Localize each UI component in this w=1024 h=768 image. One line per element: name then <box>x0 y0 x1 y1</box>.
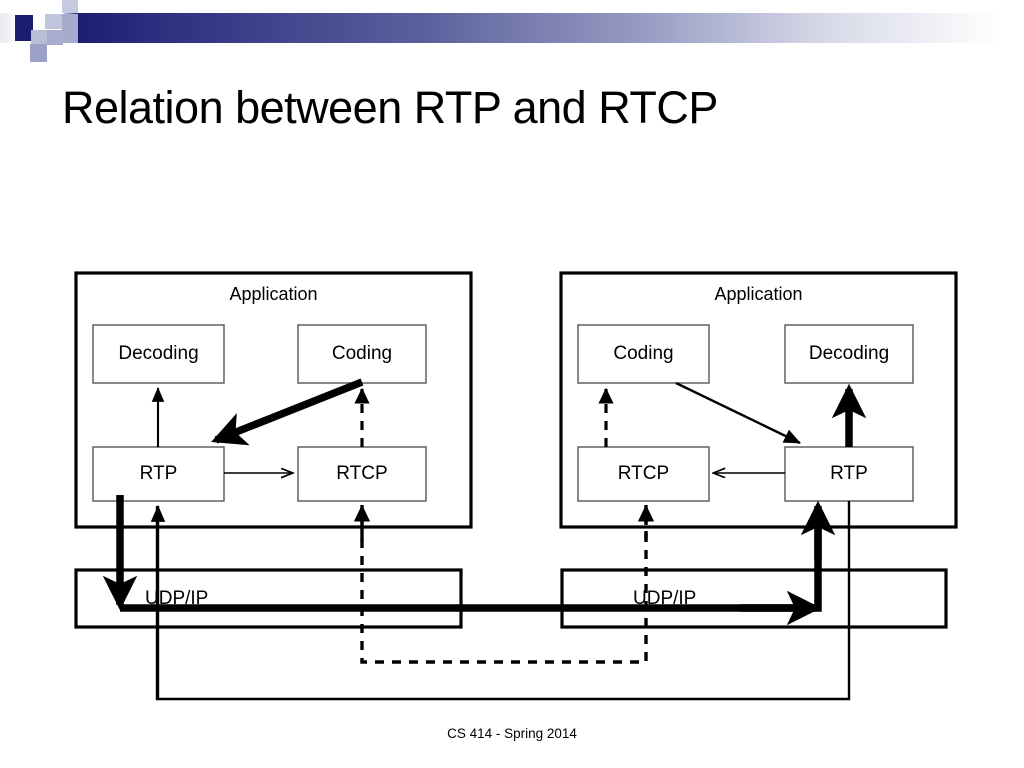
deco-square-5 <box>62 0 78 13</box>
left-rtp-label: RTP <box>139 463 178 484</box>
right-rtp-box <box>784 446 914 502</box>
right-rtp-label: RTP <box>830 463 868 484</box>
left-rtcp-box <box>297 446 427 502</box>
left-rtp-box <box>92 446 225 502</box>
page-title: Relation between RTP and RTCP <box>62 82 718 133</box>
right-application-container <box>559 271 958 529</box>
right-coding-label: Coding <box>613 343 674 364</box>
footer-note: CS 414 - Spring 2014 <box>447 726 577 741</box>
left-udpip-box <box>74 568 463 629</box>
left-decoding-box <box>92 324 225 384</box>
right-rtcp-label: RTCP <box>617 463 670 484</box>
right-application-label: Application <box>714 284 803 304</box>
deco-square-10 <box>47 30 63 45</box>
right-rtcp-box <box>577 446 710 502</box>
header-gradient-band <box>0 13 1024 43</box>
right-decoding-box <box>784 324 914 384</box>
conn-left-coding-to-rtp <box>211 378 364 446</box>
left-application-label: Application <box>229 284 318 304</box>
deco-square-9 <box>31 30 47 45</box>
left-decoding-label: Decoding <box>118 343 199 364</box>
left-application-container <box>74 271 473 529</box>
deco-square-4 <box>41 0 64 14</box>
left-udpip-label: UDP/IP <box>145 588 209 609</box>
right-udpip-box <box>560 568 948 629</box>
left-rtcp-label: RTCP <box>336 463 388 484</box>
right-decoding-label: Decoding <box>808 343 890 364</box>
right-udpip-label: UDP/IP <box>633 588 697 609</box>
deco-square-8 <box>62 14 78 43</box>
left-coding-label: Coding <box>331 343 393 364</box>
deco-square-7 <box>45 14 62 29</box>
right-coding-box <box>577 324 710 384</box>
deco-square-12 <box>30 44 47 62</box>
left-coding-box <box>297 324 427 384</box>
conn-right-coding-to-rtp <box>675 381 801 445</box>
header-decoration <box>0 0 1024 72</box>
conn-return-solid-bus <box>155 501 851 701</box>
